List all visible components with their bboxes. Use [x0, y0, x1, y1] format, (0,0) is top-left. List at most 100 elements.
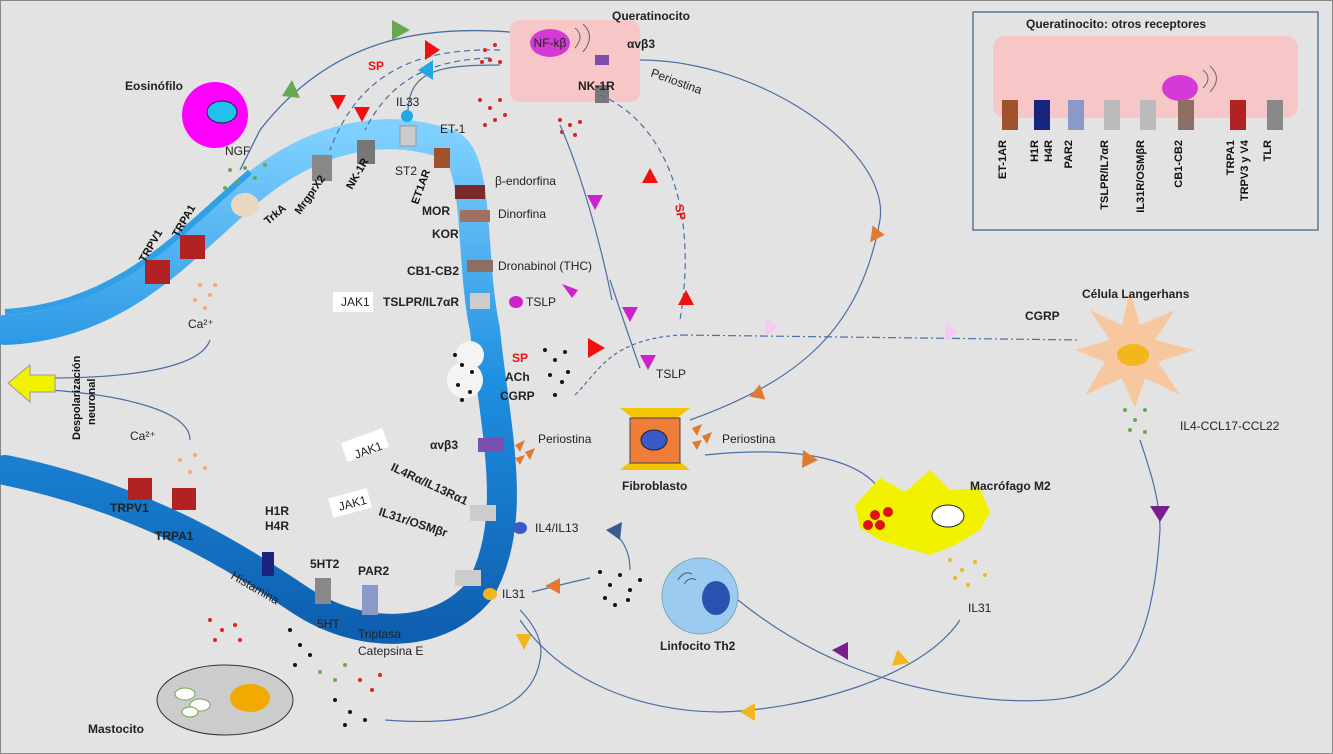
orange-arrow-1	[749, 384, 766, 400]
eosinophil-nucleus	[206, 100, 238, 124]
kor-label: KOR	[432, 227, 459, 241]
il33-molecule	[401, 110, 413, 122]
sp-arrow-2	[330, 95, 346, 110]
ach-label: ACh	[505, 370, 530, 384]
trpv1-bottom-label: TRPV1	[110, 501, 149, 515]
jak1-box-a	[333, 292, 373, 312]
inset-receptor-label: H4R	[1043, 140, 1055, 162]
sp-arrow-3	[354, 107, 370, 122]
mast-mediator-dots	[208, 618, 382, 727]
cb-receptor	[467, 260, 493, 272]
yellow-arrow-1	[516, 634, 532, 650]
fibroblast-label: Fibroblasto	[622, 479, 687, 493]
dynorphin-label: Dinorfina	[498, 207, 546, 221]
mast-cell	[156, 664, 294, 736]
cathepsin-label: Catepsina E	[358, 644, 423, 658]
inset-receptor: TLR	[1262, 100, 1283, 161]
inset-receptor-label: PAR2	[1063, 140, 1075, 169]
macrophage	[855, 470, 990, 555]
tslp-arrow-1	[587, 195, 603, 210]
par2-label: PAR2	[358, 564, 389, 578]
tslpr-receptor	[470, 293, 490, 309]
keratinocyte: NF-kβ	[510, 20, 640, 103]
trpa1-bottom-label: TRPA1	[155, 529, 194, 543]
langerhans-cell	[1075, 290, 1195, 408]
neurotransmitter-dots	[453, 348, 570, 402]
ca-dots-bottom	[178, 453, 207, 474]
nk1r-top-label: NK-1R	[578, 79, 615, 93]
nfkb-label: NF-kβ	[534, 36, 567, 50]
cgrp-mid-label: CGRP	[500, 389, 535, 403]
trka-receptor	[231, 193, 259, 217]
il31-dots	[948, 558, 987, 587]
mrgprx2-receptor	[312, 155, 332, 181]
tryptase-label: Triptasa	[358, 627, 401, 641]
sp-arrow-right-2	[678, 290, 694, 305]
et1-label: ET-1	[440, 122, 466, 136]
jak1-a-label: JAK1	[341, 295, 370, 309]
ca-bottom-label: Ca²⁺	[130, 429, 156, 443]
st2-receptor	[399, 125, 417, 147]
trp-receptors-top	[145, 235, 205, 284]
ngf-dots	[223, 163, 267, 190]
cytokine-dots	[1123, 408, 1147, 434]
ca-dots-top	[193, 283, 217, 310]
mast-cell-label: Mastocito	[88, 722, 144, 736]
nk1r-receptor	[357, 140, 375, 164]
keratinocyte-ngf-path	[239, 29, 511, 171]
inset-receptor-icon	[1104, 100, 1120, 130]
il31-molecule	[483, 588, 497, 600]
depolarization-label-1: Despolarización	[71, 355, 83, 440]
il4-arrow	[606, 522, 622, 540]
cb-label: CB1-CB2	[407, 264, 459, 278]
inset-receptor-label: ET-1AR	[997, 140, 1009, 179]
red-dots-keratinocyte	[478, 43, 582, 137]
eosinophil	[182, 82, 248, 148]
inset-receptor-label: CB1-CB2	[1173, 140, 1185, 188]
yellow-arrow-2	[891, 649, 910, 666]
h1r-label: H1R	[265, 504, 289, 518]
h4r-label: H4R	[265, 519, 289, 533]
inset-receptor-icon	[1178, 100, 1194, 130]
et1ar-receptor	[434, 148, 450, 168]
mor-label: MOR	[422, 204, 450, 218]
sp-mid-label: SP	[512, 351, 528, 365]
tslp-a-label: TSLP	[526, 295, 556, 309]
inset-receptor-icon	[1140, 100, 1156, 130]
lymphocyte-nucleus	[702, 581, 730, 615]
keratinocyte-cell	[510, 20, 640, 102]
inset-receptor: ET-1AR	[997, 100, 1018, 179]
inset-receptor: CB1-CB2	[1173, 100, 1194, 188]
par2-receptor	[362, 585, 378, 615]
ngf-label: NGF	[225, 144, 250, 158]
mast-cell-body	[156, 664, 294, 736]
keratinocyte-title: Queratinocito	[612, 9, 690, 23]
il4il13-molecule	[513, 522, 527, 534]
cgrp-arrow-1	[765, 318, 778, 336]
il31-right-label: IL31	[968, 601, 992, 615]
purple-arrow-2	[1150, 506, 1170, 522]
avb3-mid-label: αvβ3	[430, 438, 458, 452]
5ht2-receptor	[315, 578, 331, 604]
il4-ccl-label: IL4-CCL17-CCL22	[1180, 419, 1280, 433]
depolarization-label-2: neuronal	[86, 379, 98, 425]
inset-title: Queratinocito: otros receptores	[1026, 17, 1206, 31]
cgrp-arrow-2	[945, 323, 958, 341]
trp-receptors-bottom	[128, 478, 196, 510]
orange-arrow-2	[870, 225, 885, 243]
mast-cell-nucleus	[230, 684, 270, 712]
tslp-arrow-4	[640, 355, 656, 370]
b-endorphin-label: β-endorfina	[495, 174, 556, 188]
langerhans-nucleus	[1117, 344, 1149, 366]
lymph-dots	[598, 570, 642, 607]
tslpr-label: TSLPR/IL7αR	[383, 295, 459, 309]
5ht-label: 5HT	[317, 617, 340, 631]
inset-nucleus	[1162, 75, 1198, 101]
inset-receptor-label: H1R	[1029, 140, 1041, 162]
sp-arrow-1	[425, 40, 440, 60]
tslp-arrow-3	[562, 284, 578, 298]
inset-receptor-label: TRPA1	[1225, 140, 1237, 175]
nfkb-nucleus	[530, 29, 570, 57]
orange-arrow-3	[802, 450, 818, 468]
